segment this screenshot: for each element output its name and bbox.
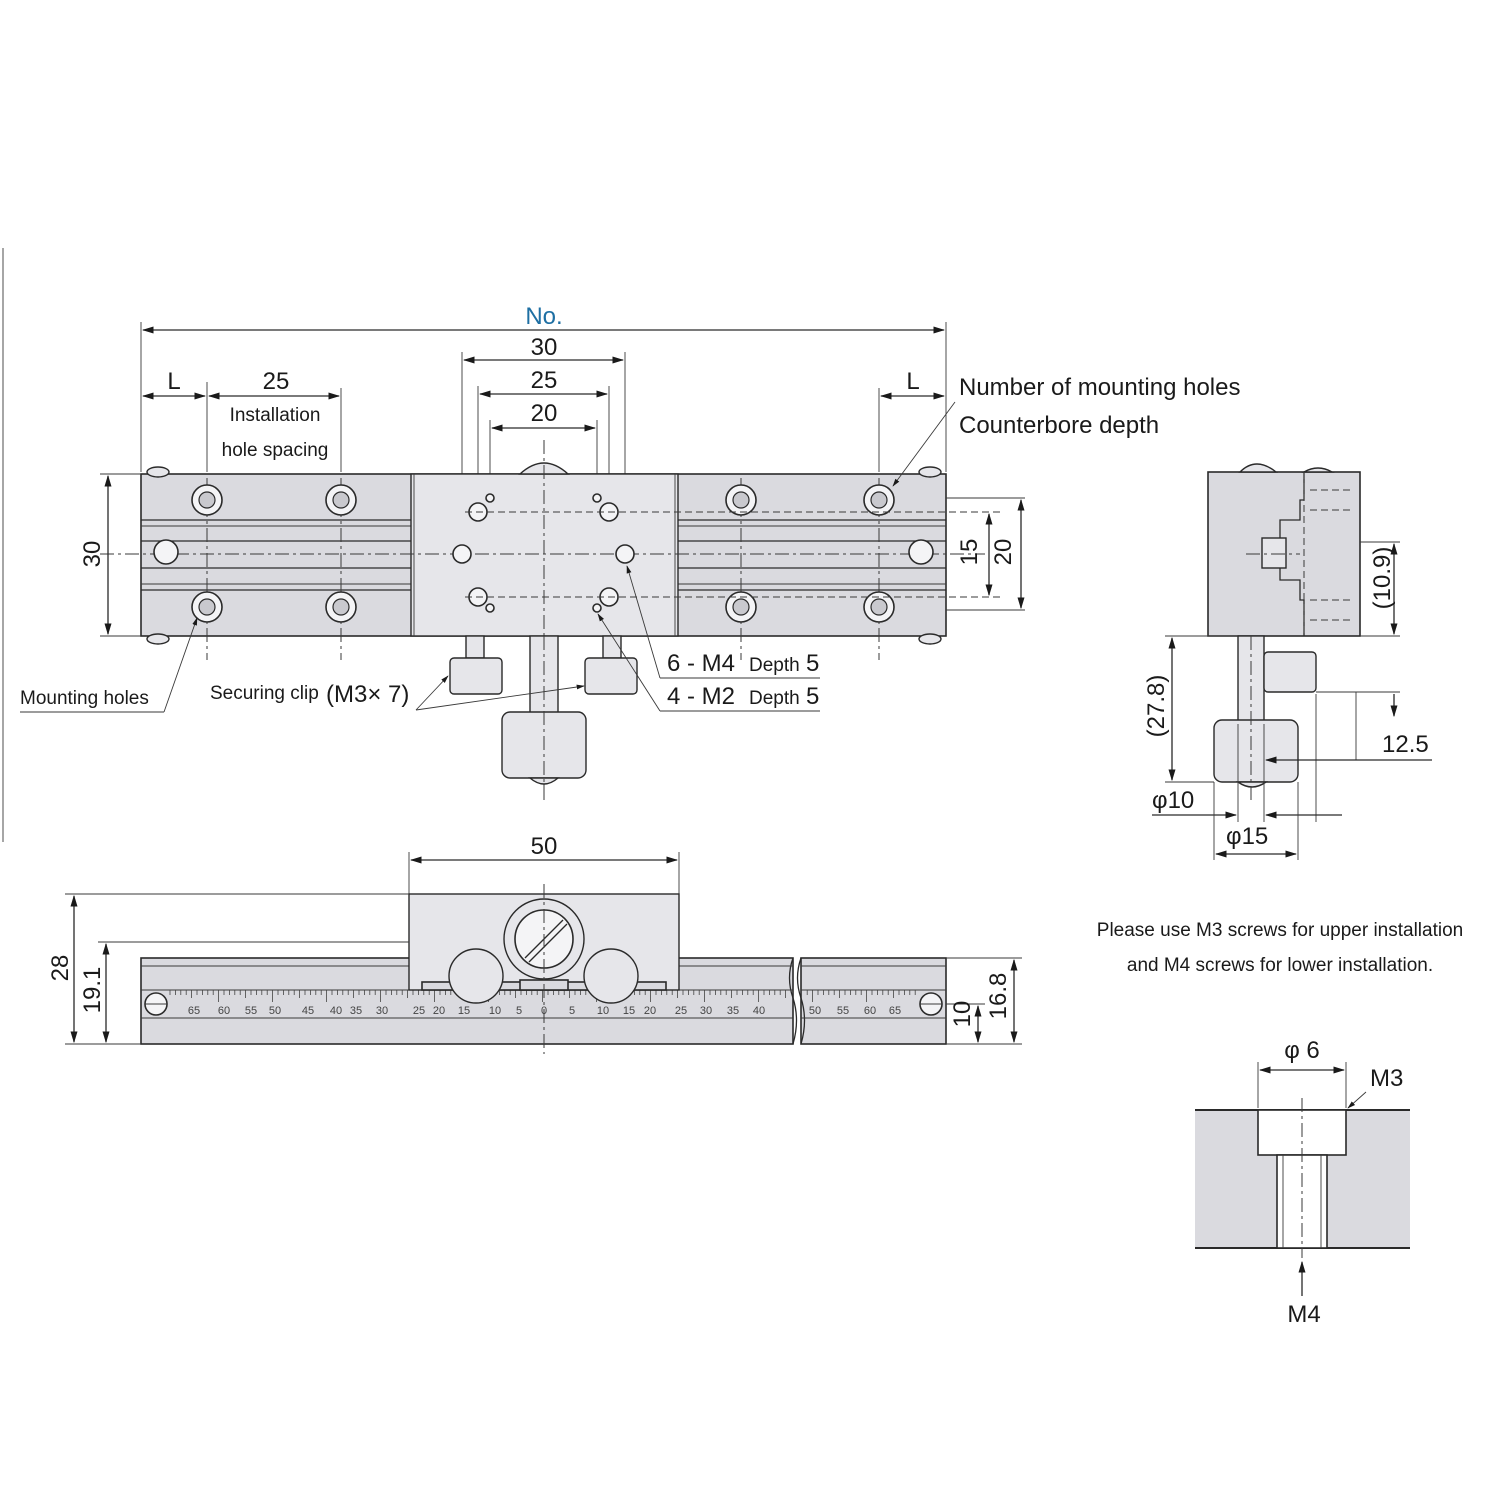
scale-label: 25 [413, 1005, 425, 1017]
note-line-2: and M4 screws for lower installation. [1127, 955, 1433, 976]
label-securing-clip: Securing clip [210, 683, 319, 704]
scale-label: 25 [675, 1005, 687, 1017]
dim-10-9: (10.9) [1369, 547, 1396, 610]
scale-label: 40 [753, 1005, 765, 1017]
scale-label: 65 [889, 1005, 901, 1017]
scale-label: 10 [489, 1005, 501, 1017]
label-m4: M4 [1287, 1301, 1320, 1328]
scale-label: 60 [218, 1005, 230, 1017]
dim-16-8: 16.8 [985, 973, 1012, 1020]
securing-clip-left [449, 657, 503, 695]
scale-label: 5 [516, 1005, 522, 1017]
dim-20: 20 [531, 400, 558, 427]
scale-label: 15 [458, 1005, 470, 1017]
scale-label: 20 [644, 1005, 656, 1017]
dim-28: 28 [47, 955, 74, 982]
scale-label: 30 [700, 1005, 712, 1017]
dim-hole-spacing: 25 [263, 368, 290, 395]
scale-label: 5 [569, 1005, 575, 1017]
scale-label: 60 [864, 1005, 876, 1017]
dim-30: 30 [531, 334, 558, 361]
dim-width-50: 50 [531, 833, 558, 860]
callout-m4: 6 - M4 [667, 650, 735, 677]
scale-label: 45 [302, 1005, 314, 1017]
side-view: (10.9) (27.8) 12.5 φ10 φ15 [1143, 463, 1432, 860]
scale-label: 20 [433, 1005, 445, 1017]
dim-end-offset-left: L [167, 368, 180, 395]
callout-m2-depth-word: Depth [749, 688, 800, 709]
scale-label: 35 [350, 1005, 362, 1017]
label-installation: Installation [230, 405, 321, 426]
scale-label: 55 [837, 1005, 849, 1017]
scale-label: 10 [597, 1005, 609, 1017]
hole-detail: φ 6 M3 M4 [1195, 1037, 1410, 1328]
dim-25: 25 [531, 367, 558, 394]
label-number-of-holes: Number of mounting holes [959, 374, 1240, 401]
top-view: No. 30 25 20 L 25 L Installation hole sp… [20, 303, 1240, 800]
scale-label: 50 [269, 1005, 281, 1017]
dim-27-8: (27.8) [1143, 675, 1170, 738]
scale-label: 65 [188, 1005, 200, 1017]
front-view: 50 65 60 55 50 45 40 35 30 25 20 15 10 5 [47, 833, 1022, 1054]
carriage-holes [452, 493, 1000, 613]
scale-labels: 65 60 55 50 45 40 35 30 25 20 15 10 5 0 … [188, 1005, 901, 1017]
dim-10: 10 [949, 1001, 976, 1028]
label-m3: M3 [1370, 1065, 1403, 1092]
label-mounting-holes: Mounting holes [20, 688, 149, 709]
scale-label: 55 [245, 1005, 257, 1017]
callout-m2: 4 - M2 [667, 683, 735, 710]
side-knob [1213, 719, 1299, 783]
dim-phi15: φ15 [1226, 823, 1268, 850]
mounting-holes [153, 484, 934, 623]
scale-label: 35 [727, 1005, 739, 1017]
note-line-1: Please use M3 screws for upper installat… [1097, 920, 1463, 941]
dim-15: 15 [956, 539, 983, 566]
scale-label: 30 [376, 1005, 388, 1017]
callout-m2-depth: 5 [806, 683, 819, 710]
scale-label: 50 [809, 1005, 821, 1017]
scale-label: 15 [623, 1005, 635, 1017]
dim-phi6: φ 6 [1284, 1037, 1320, 1064]
callout-m4-depth-word: Depth [749, 655, 800, 676]
scale-label: 40 [330, 1005, 342, 1017]
dim-phi10: φ10 [1152, 787, 1194, 814]
label-securing-clip-spec: (M3× 7) [326, 681, 409, 708]
dim-19-1: 19.1 [79, 967, 106, 1014]
dim-20-right: 20 [990, 539, 1017, 566]
scale-ticks [169, 990, 916, 1002]
callout-m4-depth: 5 [806, 650, 819, 677]
dim-total-length: No. [525, 303, 562, 330]
dim-height-30: 30 [79, 541, 106, 568]
label-counterbore-depth: Counterbore depth [959, 412, 1159, 439]
label-hole-spacing: hole spacing [222, 440, 329, 461]
dim-12-5: 12.5 [1382, 731, 1429, 758]
securing-clip-right [584, 657, 638, 695]
dim-end-offset-right: L [906, 368, 919, 395]
